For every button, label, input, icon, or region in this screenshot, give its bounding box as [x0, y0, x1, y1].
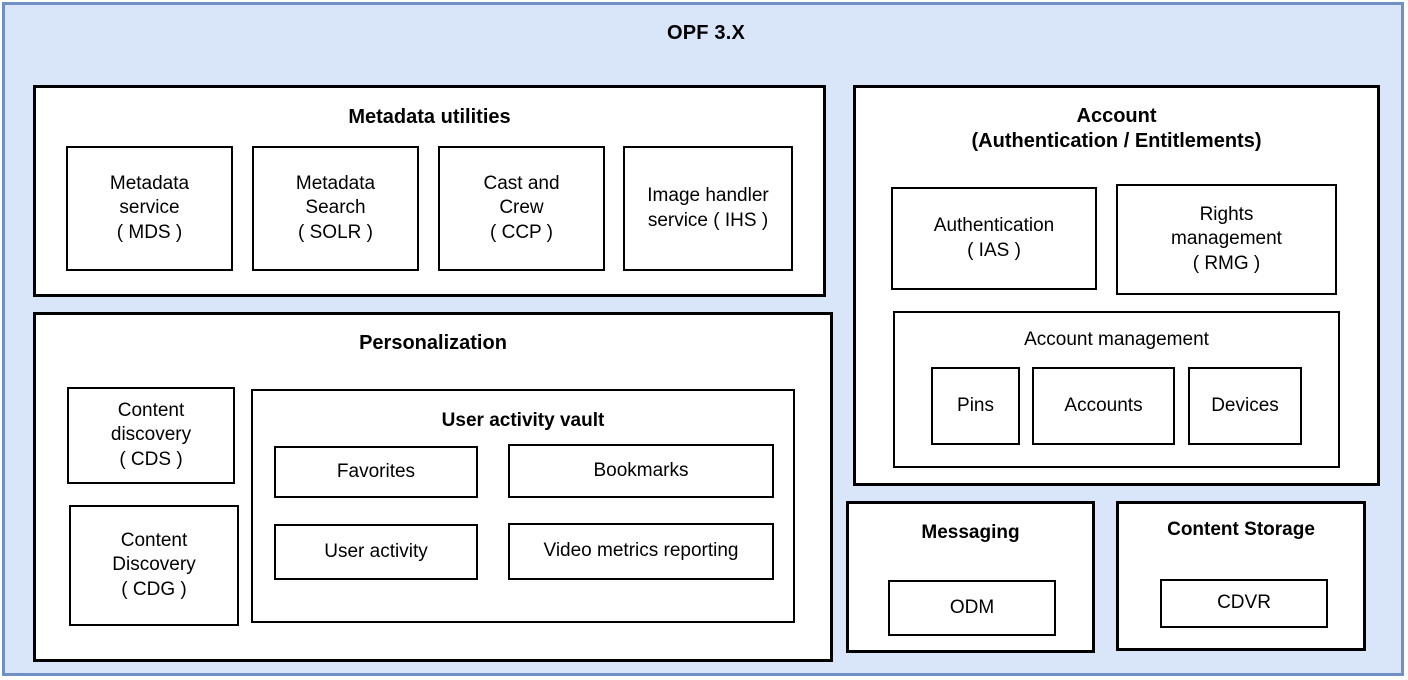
box-accounts[interactable]: Accounts: [1032, 367, 1175, 445]
box-image-handler-service-ihs[interactable]: Image handler service ( IHS ): [623, 146, 793, 271]
box-line-2: Crew: [499, 197, 544, 219]
box-line-3: ( CDS ): [119, 448, 183, 470]
box-line-2: ( IAS ): [967, 239, 1021, 261]
panel-title-user-activity-vault: User activity vault: [441, 410, 605, 431]
box-favorites[interactable]: Favorites: [274, 446, 478, 498]
box-video-metrics-reporting[interactable]: Video metrics reporting: [508, 523, 774, 580]
panel-title-personalization: Personalization: [359, 332, 507, 354]
box-line-1: Metadata: [295, 173, 376, 195]
box-line-1: Content: [117, 400, 185, 422]
box-rights-management-rmg[interactable]: Rights management ( RMG ): [1116, 184, 1337, 295]
panel-title-account-management: Account management: [1024, 329, 1209, 350]
panel-title-metadata-utilities: Metadata utilities: [348, 106, 511, 128]
box-bookmarks[interactable]: Bookmarks: [508, 444, 774, 498]
box-line-2: service ( IHS ): [647, 209, 769, 231]
box-cdvr[interactable]: CDVR: [1160, 579, 1328, 628]
box-line-2: discovery: [110, 424, 192, 446]
box-authentication-ias[interactable]: Authentication ( IAS ): [891, 187, 1097, 290]
box-line-3: ( CCP ): [490, 221, 553, 243]
box-user-activity[interactable]: User activity: [274, 524, 478, 580]
panel-metadata-utilities: Metadata utilities Metadata service ( MD…: [33, 85, 826, 297]
panel-account: Account (Authentication / Entitlements) …: [853, 85, 1380, 486]
box-line-3: ( RMG ): [1192, 252, 1261, 274]
box-line-1: Content: [120, 530, 188, 552]
box-line-3: ( MDS ): [116, 221, 183, 243]
box-line-1: Authentication: [933, 215, 1055, 237]
panel-messaging: Messaging ODM: [846, 501, 1095, 653]
box-line-2: Discovery: [112, 554, 196, 576]
panel-personalization: Personalization Content discovery ( CDS …: [33, 312, 833, 662]
box-line-1: Metadata: [109, 173, 190, 195]
panel-content-storage: Content Storage CDVR: [1116, 501, 1366, 651]
box-devices[interactable]: Devices: [1188, 367, 1302, 445]
box-line-3: ( CDG ): [121, 578, 187, 600]
box-odm[interactable]: ODM: [888, 580, 1056, 636]
account-title-line-2: (Authentication / Entitlements): [971, 130, 1262, 152]
box-cast-and-crew-ccp[interactable]: Cast and Crew ( CCP ): [438, 146, 605, 271]
account-title-line-1: Account: [1076, 105, 1157, 127]
box-line-2: Search: [305, 197, 366, 219]
box-content-discovery-cds[interactable]: Content discovery ( CDS ): [67, 387, 235, 484]
panel-title-messaging: Messaging: [921, 522, 1020, 543]
panel-user-activity-vault: User activity vault Favorites Bookmarks …: [251, 389, 795, 623]
panel-title-content-storage: Content Storage: [1167, 519, 1315, 540]
panel-account-management: Account management Pins Accounts Devices: [893, 311, 1340, 468]
box-line-3: ( SOLR ): [298, 221, 373, 243]
box-metadata-service-mds[interactable]: Metadata service ( MDS ): [66, 146, 233, 271]
box-line-2: management: [1171, 228, 1282, 250]
box-line-1: Cast and: [483, 173, 560, 195]
panel-title-account: Account (Authentication / Entitlements): [856, 104, 1377, 154]
box-line-2: service: [119, 197, 180, 219]
box-line-1: Image handler: [647, 185, 769, 207]
box-pins[interactable]: Pins: [931, 367, 1020, 445]
box-content-discovery-cdg[interactable]: Content Discovery ( CDG ): [69, 505, 239, 626]
page-title: OPF 3.X: [666, 22, 746, 44]
box-line-1: Rights: [1199, 204, 1254, 226]
box-metadata-search-solr[interactable]: Metadata Search ( SOLR ): [252, 146, 419, 271]
